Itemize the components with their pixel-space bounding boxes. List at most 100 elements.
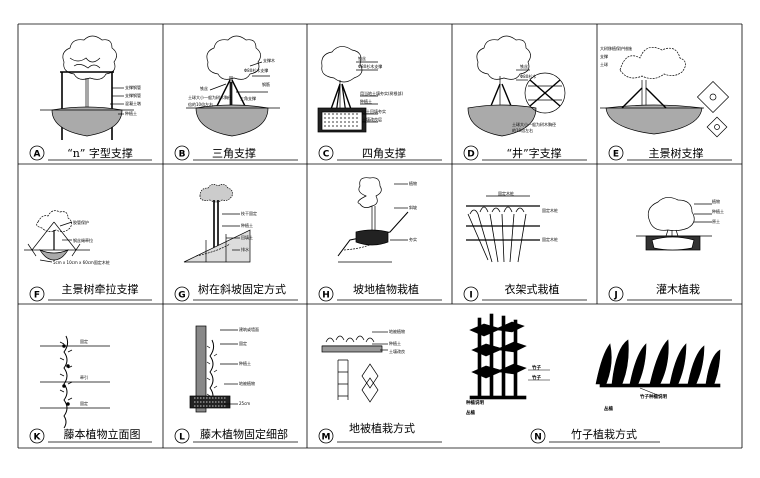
panel-c-title: 四角支撑 — [362, 146, 406, 160]
panel-e-notes: 大树移植保护措施 支撑 土球 — [600, 45, 632, 67]
panel-c-letter: C — [323, 150, 330, 160]
panel-e-title: 主景树支撑 — [649, 146, 704, 160]
panel-m-notes: 地被植物 种植土 土壤改良 — [389, 328, 405, 354]
panel-f-drawing — [24, 210, 90, 263]
panel-i-badge — [463, 286, 479, 302]
panel-e-badge — [608, 145, 624, 161]
panel-g-notes: 枝干固定 种植土 回填土 排水 — [241, 210, 257, 252]
panel-m-note-3: 土壤改良 — [389, 348, 405, 354]
panel-l-notes: 建筑或墙面 固定 种植土 地被植物 25cm — [239, 326, 259, 406]
panel-m-drawing — [321, 331, 388, 403]
panel-l: 建筑或墙面 固定 种植土 地被植物 25cm L 藤木植物固定细部 — [174, 325, 298, 444]
panel-n-notes: 竹子 竹子 种植说明 丛植 竹子种植说明 丛植 — [465, 364, 667, 416]
panel-h-note-1: 植物 — [409, 180, 417, 186]
panel-g: 枝干固定 种植土 回填土 排水 G 树在斜坡固定方式 — [174, 184, 298, 302]
panel-k-badge — [29, 428, 45, 444]
panel-c-drawing — [317, 46, 378, 133]
panel-n-bamboo-group — [469, 313, 527, 400]
panel-h-title: 坡地植物栽植 — [353, 282, 419, 296]
panel-n-note-6: 丛植 — [604, 405, 613, 412]
panel-k-note-3: 固定 — [80, 400, 88, 406]
panel-d-title: “井”字支撑 — [506, 146, 561, 160]
panel-c-note-2: Φ80杉木支撑 — [358, 63, 382, 69]
panel-d-badge — [463, 145, 479, 161]
panel-e-note-2: 支撑 — [600, 53, 608, 59]
panel-a-letter: A — [34, 150, 41, 160]
panel-c-note-4: 种植土 — [360, 98, 372, 104]
panel-a: 支撑钢管 支撑钢管 混凝土墩 种植土 A “n” 字型支撑 — [29, 35, 152, 161]
panel-g-note-3: 回填土 — [241, 234, 253, 240]
panel-b-note-5: 三角支撑 — [240, 95, 256, 101]
panel-k-note-1: 固定 — [80, 338, 88, 344]
panel-h-letter: H — [322, 291, 330, 301]
sheet-grid — [17, 23, 743, 449]
panel-l-drawing — [189, 325, 238, 413]
panel-d: 铁丝 Φ80杉木 土球大小一般为树木胸径 的10倍左右 D “井”字支撑 — [463, 35, 587, 161]
panel-f-title: 主景树牵拉支撑 — [62, 282, 139, 296]
panel-n-note-2: 竹子 — [531, 374, 541, 381]
panel-n: 竹子 竹子 种植说明 丛植 竹子种植说明 丛植 N 竹子植栽方式 — [465, 313, 721, 444]
panel-g-note-1: 枝干固定 — [241, 210, 257, 216]
panel-h-drawing — [337, 177, 409, 263]
panel-b-note-6: 倍的10倍左右 — [188, 101, 213, 107]
panel-b-note-2: Φ80杉木支撑 — [244, 67, 268, 73]
panel-a-note-4: 种植土 — [125, 110, 137, 116]
panel-e-drawing — [600, 47, 730, 138]
panel-b-note-7: 铁丝 — [200, 85, 208, 91]
panel-n-note-4: 丛植 — [466, 409, 475, 416]
panel-g-badge — [174, 286, 190, 302]
panel-g-note-2: 种植土 — [241, 222, 253, 228]
panel-b-badge — [174, 145, 190, 161]
panel-b-title: 三角支撑 — [212, 146, 256, 160]
panel-n-title: 竹子植栽方式 — [571, 427, 637, 441]
panel-i-drawing — [466, 195, 540, 263]
panel-i-letter: I — [469, 291, 472, 301]
panel-b-drawing — [186, 35, 280, 137]
panel-e-note-1: 大树移植保护措施 — [600, 45, 632, 51]
panel-l-badge — [174, 428, 190, 444]
panel-m-note-2: 种植土 — [389, 340, 401, 346]
panel-a-badge — [29, 145, 45, 161]
panel-n-bamboo-clump — [595, 339, 721, 388]
panel-f-note-2: 钢丝绳牵拉 — [73, 237, 93, 243]
panel-i-notes: 固定木桩 固定木桩 固定木桩 — [498, 190, 558, 242]
panel-k-notes: 固定 牵引 固定 — [80, 338, 88, 406]
panel-m-title: 地被植栽方式 — [349, 421, 415, 435]
panel-l-title: 藤木植物固定细部 — [200, 427, 288, 441]
panel-g-drawing — [183, 184, 251, 263]
panel-f-letter: F — [34, 291, 40, 301]
panel-a-note-3: 混凝土墩 — [125, 100, 141, 106]
panel-h-note-3: 夯实 — [409, 236, 417, 242]
panel-c-note-5: 沙土回填夯实 — [362, 108, 386, 114]
panel-n-note-5: 竹子种植说明 — [639, 393, 667, 400]
panel-f-note-1: 胶管保护 — [73, 219, 89, 225]
panel-l-note-2: 固定 — [239, 340, 247, 346]
panel-l-note-5: 25cm — [239, 401, 250, 406]
panel-a-drawing — [40, 35, 134, 140]
panel-k: 固定 牵引 固定 K 藤本植物立面图 — [29, 335, 152, 444]
panel-j-badge — [608, 286, 624, 302]
panel-n-drawing — [469, 313, 721, 400]
panel-l-letter: L — [179, 433, 185, 443]
panel-h-badge — [318, 286, 334, 302]
panel-i-title: 衣架式栽植 — [505, 282, 560, 296]
panel-e-note-3: 土球 — [600, 61, 608, 67]
panel-b-note-3: 土球大小一般为树木胸径 — [188, 94, 232, 100]
panel-j: 植物 种植土 原土 J 灌木植栽 — [608, 197, 732, 302]
panel-f-badge — [29, 286, 45, 302]
panel-i: 固定木桩 固定木桩 固定木桩 I 衣架式栽植 — [463, 190, 587, 302]
panel-b-note-4: 钢筋 — [262, 81, 270, 87]
panel-j-note-2: 种植土 — [712, 208, 724, 214]
panel-c-note-1: 铁丝 — [358, 55, 366, 61]
panel-m-badge — [318, 428, 334, 444]
panel-b: 支撑木 Φ80杉木支撑 土球大小一般为树木胸径 钢筋 三角支撑 倍的10倍左右 … — [174, 35, 298, 161]
panel-c: 铁丝 Φ80杉木支撑 用当地土壤夯实(树根部) 种植土 沙土回填夯实 土壤改良层… — [317, 46, 442, 161]
panel-k-note-2: 牵引 — [80, 374, 88, 380]
panel-c-notes: 铁丝 Φ80杉木支撑 用当地土壤夯实(树根部) 种植土 沙土回填夯实 土壤改良层 — [358, 55, 404, 122]
panel-c-note-3: 用当地土壤夯实(树根部) — [360, 90, 404, 96]
panel-l-note-4: 地被植物 — [239, 380, 255, 386]
panel-a-note-2: 支撑钢管 — [125, 92, 141, 98]
panel-b-note-1: 支撑木 — [263, 57, 275, 63]
panel-a-title: “n” 字型支撑 — [67, 146, 133, 160]
